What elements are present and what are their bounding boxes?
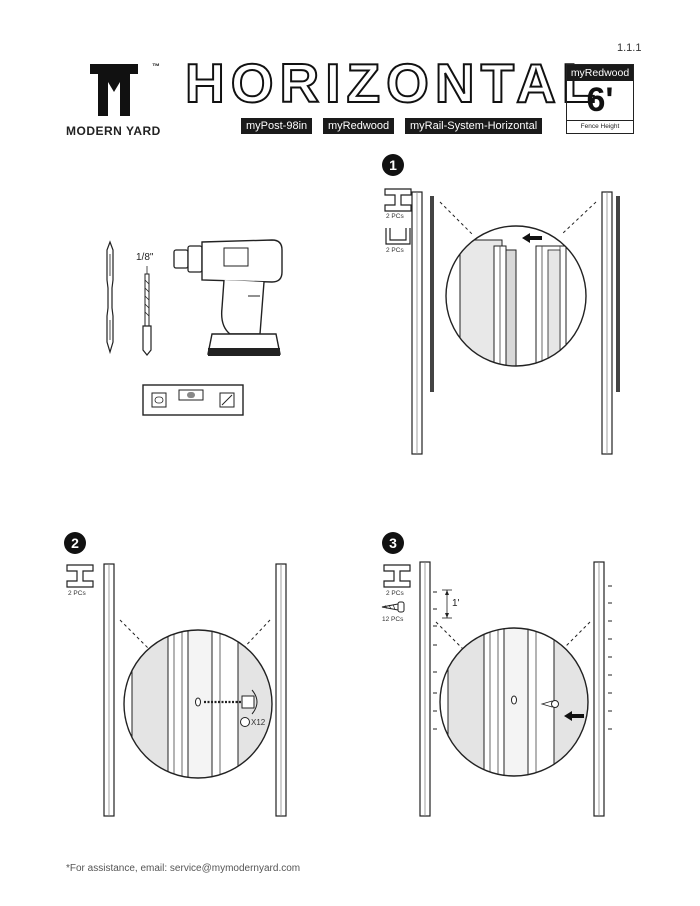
step-1-diagram — [411, 191, 620, 455]
arrow-icon — [522, 233, 542, 243]
trademark-symbol: ™ — [152, 62, 160, 71]
left-u-channel — [430, 196, 434, 392]
step-1-zoom-circle — [445, 225, 587, 367]
step-3-part-2-qty: 12 PCs — [382, 616, 404, 623]
step-1-badge: 1 — [382, 154, 404, 176]
svg-text:HORIZONTAL: HORIZONTAL — [185, 52, 601, 114]
step-3-part-1-qty: 2 PCs — [386, 590, 404, 597]
step-1-part-1-qty: 2 PCs — [386, 213, 404, 220]
step-3-diagram — [419, 561, 612, 817]
right-post — [275, 563, 287, 817]
left-post — [419, 561, 431, 817]
fence-height-label: Fence Height — [567, 120, 633, 133]
h-channel-icon — [383, 564, 411, 588]
step-2-badge: 2 — [64, 532, 86, 554]
rail-spacing-label: 1' — [452, 598, 460, 609]
step-2-hole-count: X12 — [251, 718, 266, 727]
step-2-diagram — [103, 563, 287, 817]
drill-bit-icon — [142, 266, 152, 356]
step-2-part-1-qty: 2 PCs — [68, 590, 86, 597]
fence-height-badge: myRedwood 6' Fence Height — [566, 64, 634, 134]
page-number: 1.1.1 — [617, 42, 642, 54]
height-badge-header: myRedwood — [567, 65, 633, 81]
rail-spacing-dimension — [442, 589, 452, 619]
tag-rail-system: myRail-System-Horizontal — [405, 118, 543, 134]
screwdriver-bit-icon — [106, 240, 114, 355]
page-title: HORIZONTAL — [184, 51, 596, 115]
cordless-drill-icon — [173, 239, 283, 356]
assistance-footer: *For assistance, email: service@mymodern… — [66, 863, 301, 874]
spirit-level-icon — [142, 384, 244, 416]
h-channel-icon — [384, 188, 412, 212]
h-channel-icon — [66, 564, 94, 588]
tag-post: myPost-98in — [241, 118, 313, 134]
right-screw-marks — [608, 585, 612, 730]
step-3-badge: 3 — [382, 532, 404, 554]
left-post — [411, 191, 423, 455]
screw-icon — [381, 601, 405, 613]
brand-name: MODERN YARD — [66, 124, 161, 138]
arrow-icon — [564, 711, 584, 721]
hole-marker-icon — [240, 717, 250, 727]
drill-bit-size-label: 1/8" — [136, 252, 154, 263]
step-1-part-2-qty: 2 PCs — [386, 247, 404, 254]
right-post — [593, 561, 605, 817]
fence-height-value: 6' — [586, 81, 614, 119]
my-monogram-logo-icon — [90, 64, 138, 116]
right-post — [601, 191, 613, 455]
left-post — [103, 563, 115, 817]
step-3-zoom-circle — [439, 627, 589, 777]
tag-wood: myRedwood — [323, 118, 395, 134]
step-2-zoom-circle — [123, 629, 273, 779]
left-screw-marks — [433, 591, 437, 730]
u-channel-icon — [385, 228, 411, 245]
right-u-channel — [616, 196, 620, 392]
